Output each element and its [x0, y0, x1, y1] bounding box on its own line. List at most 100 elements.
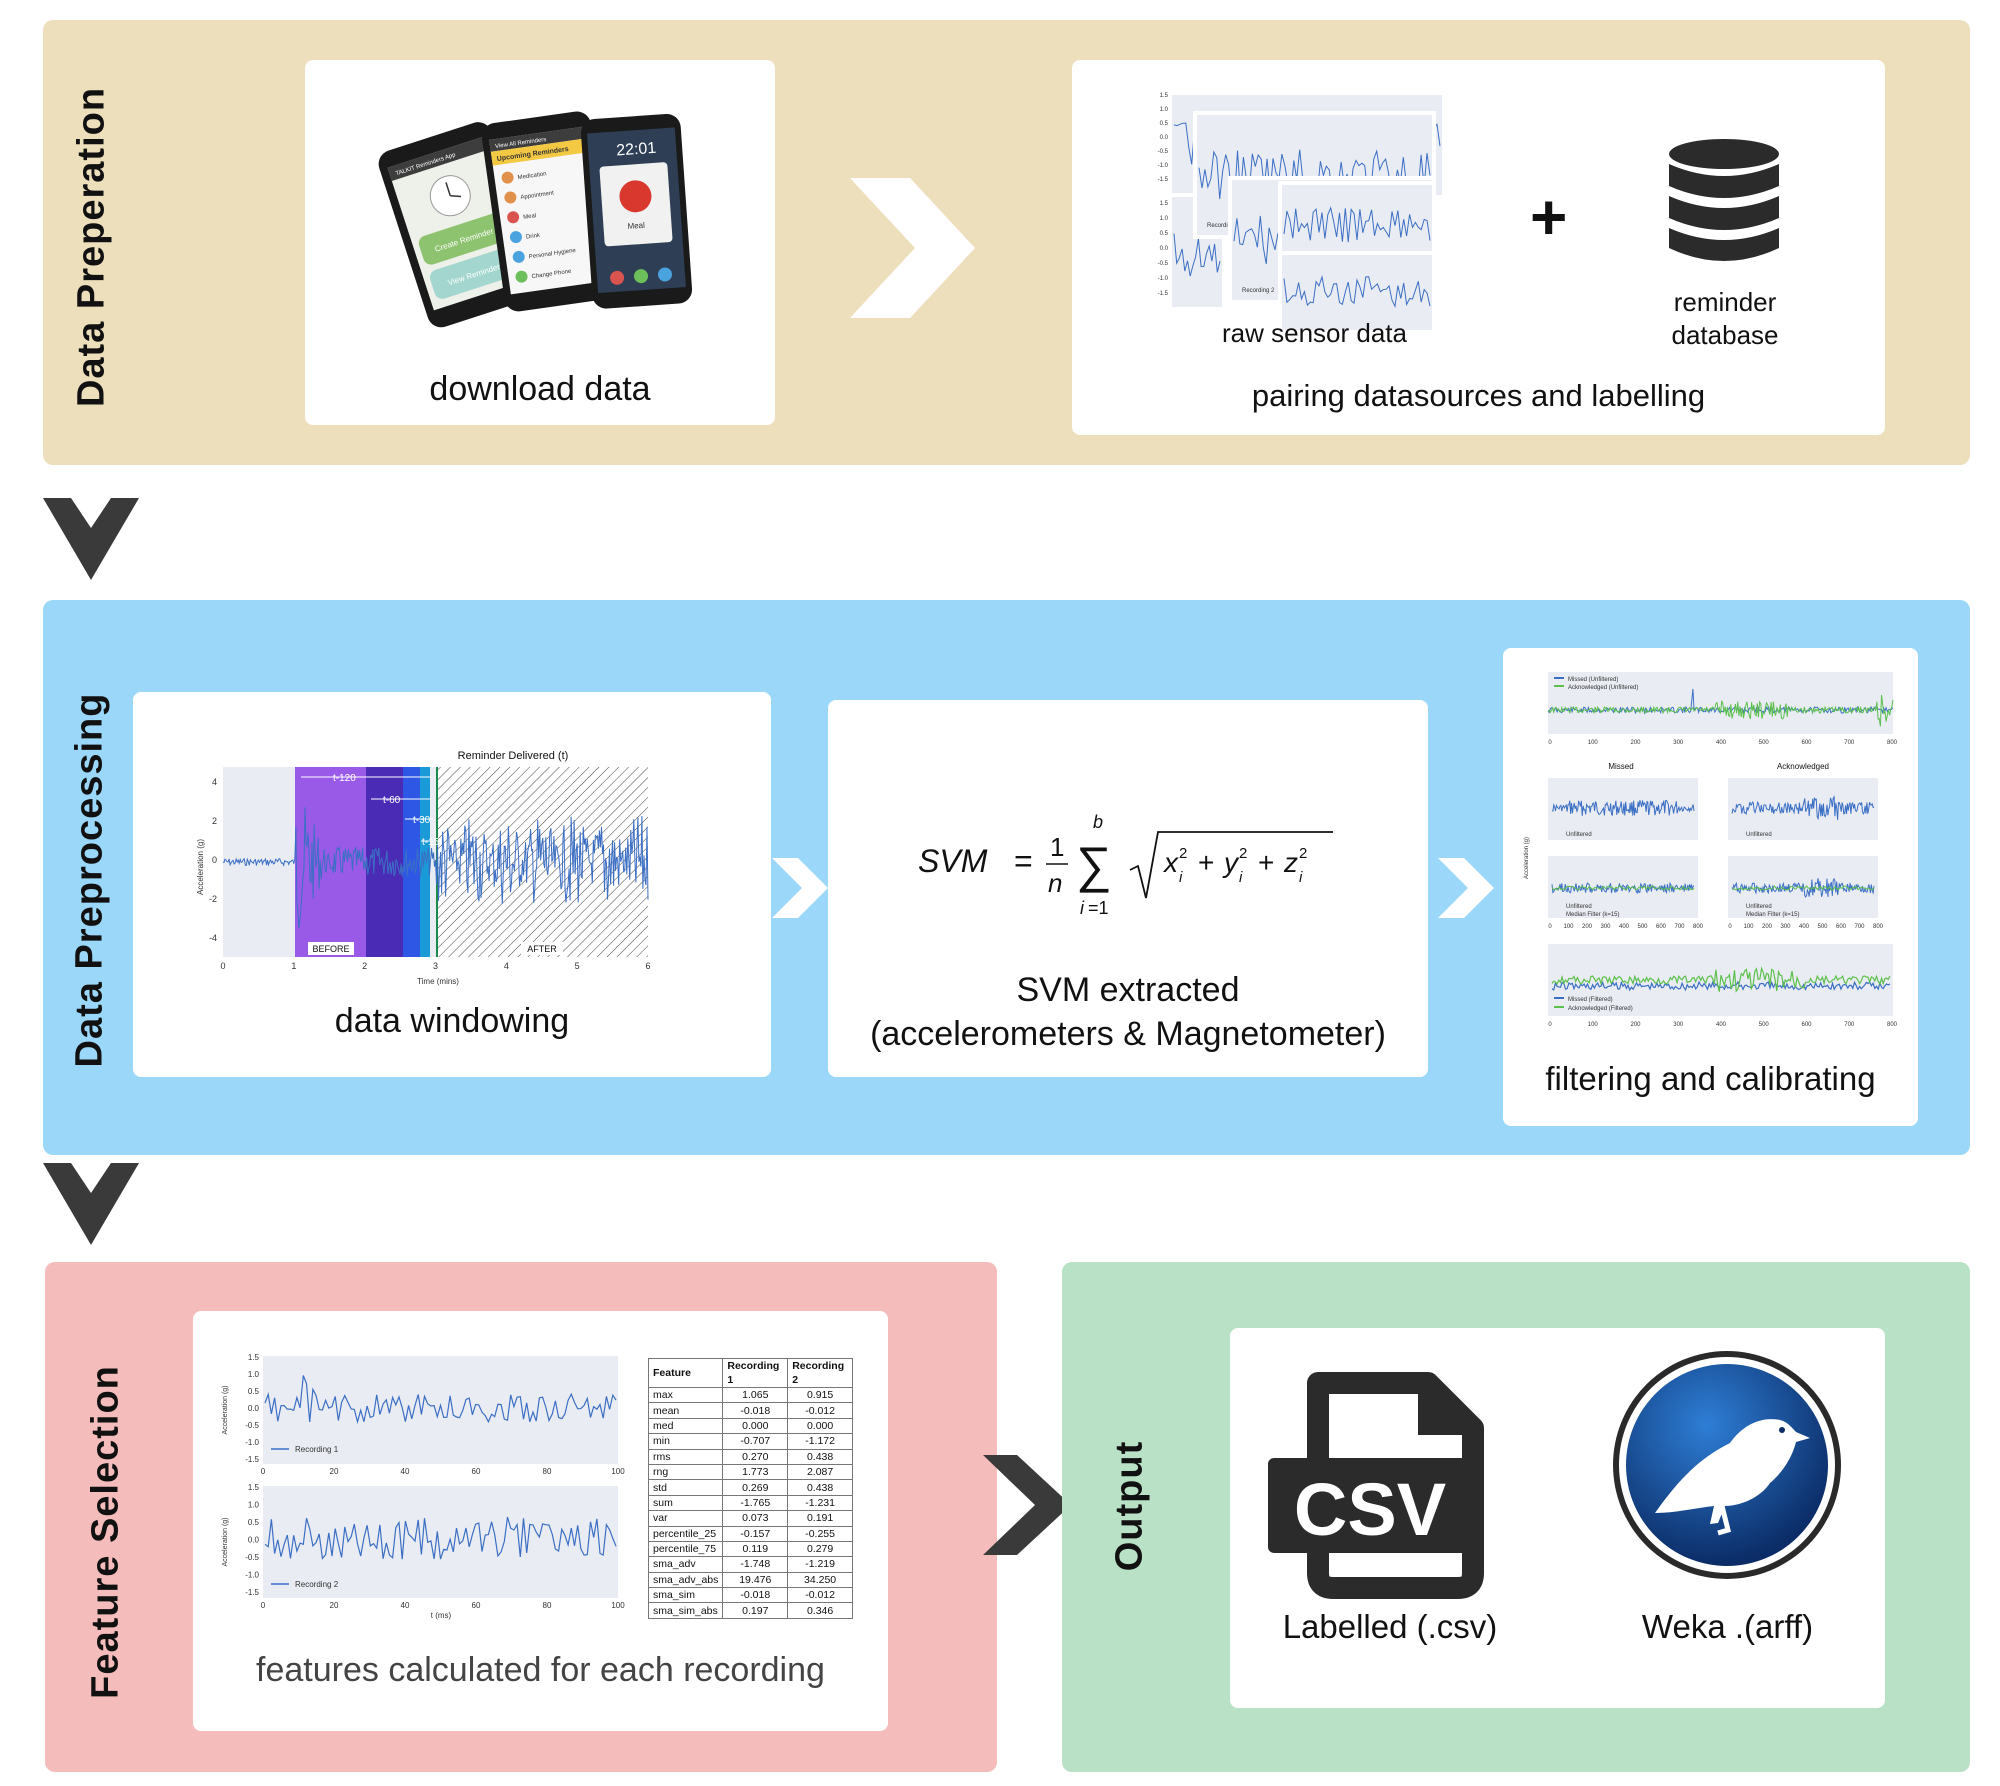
windowing-chart: Reminder Delivered (t) t-120 t-60 t-30 t… — [196, 750, 651, 986]
table-cell: -0.012 — [787, 1587, 853, 1604]
windowing-title: Reminder Delivered (t) — [458, 750, 569, 762]
tick-label: 2 — [362, 961, 367, 971]
svg-text:x: x — [1162, 847, 1179, 878]
tick-label: 600 — [1801, 1022, 1812, 1028]
legend-ack-filtered: Acknowledged (Filtered) — [1568, 1006, 1633, 1012]
tick-label: 400 — [1799, 924, 1810, 930]
table-cell: min — [647, 1433, 724, 1450]
table-cell: 0.270 — [722, 1448, 789, 1465]
svg-text:i: i — [1179, 869, 1183, 886]
tick-label: 20 — [330, 1601, 339, 1610]
table-cell: sma_sim_abs — [647, 1602, 724, 1619]
svg-text:i: i — [1299, 869, 1303, 886]
svg-text:2: 2 — [1239, 845, 1247, 862]
window-label-t60: t-60 — [383, 795, 401, 806]
tick-label: 300 — [1673, 740, 1684, 746]
tick-label: -1.0 — [245, 1571, 259, 1580]
chevron-down-icon — [43, 1163, 139, 1245]
tick-label: 600 — [1656, 924, 1667, 930]
output-label: Output — [1108, 1440, 1151, 1572]
raw-sensor-caption: raw sensor data — [1222, 318, 1407, 348]
svg-text:2: 2 — [1299, 845, 1307, 862]
tick-label: 0.5 — [1160, 231, 1169, 237]
tick-label: 300 — [1673, 1022, 1684, 1028]
tick-label: 0.0 — [1160, 246, 1169, 252]
filter-ylabel: Acceleration (g) — [1524, 837, 1530, 879]
tick-label: -0.5 — [245, 1553, 259, 1562]
tick-label: -2 — [209, 894, 217, 904]
tick-label: 0 — [1548, 740, 1552, 746]
tick-label: 0.0 — [1160, 135, 1169, 141]
csv-caption: Labelled (.csv) — [1282, 1608, 1498, 1645]
svg-text:n: n — [1048, 868, 1062, 898]
data-windowing-card: Reminder Delivered (t) t-120 t-60 t-30 t… — [133, 692, 771, 1077]
svg-text:+: + — [1258, 847, 1274, 878]
tick-label: 60 — [472, 1467, 481, 1476]
tick-label: 400 — [1716, 1022, 1727, 1028]
tick-label: 300 — [1600, 924, 1611, 930]
table-cell: max — [647, 1386, 724, 1404]
table-cell: 2.087 — [787, 1463, 853, 1481]
plus-sign: + — [1530, 181, 1568, 253]
svm-caption: SVM extracted (accelerometers & Magnetom… — [828, 968, 1428, 1056]
features-caption: features calculated for each recording — [256, 1651, 825, 1689]
table-cell: 1.065 — [722, 1386, 789, 1404]
svg-text:Unfiltered: Unfiltered — [1746, 832, 1772, 838]
tick-label: 1.0 — [248, 1370, 260, 1379]
phone3-meal: Meal — [627, 221, 645, 231]
feature-selection-label: Feature Selection — [84, 1365, 127, 1699]
download-data-caption: download data — [429, 370, 651, 408]
database-caption-line1: reminder — [1673, 287, 1777, 317]
svg-text:Unfiltered: Unfiltered — [1746, 904, 1772, 910]
tick-label: 0 — [1548, 1022, 1552, 1028]
tick-label: 40 — [401, 1601, 410, 1610]
table-cell: rng — [647, 1463, 724, 1481]
table-cell: -0.157 — [722, 1525, 789, 1542]
table-cell: percentile_75 — [647, 1540, 724, 1558]
tick-label: -1.0 — [1158, 276, 1169, 282]
table-row: sum-1.765-1.231 — [647, 1494, 853, 1512]
tick-label: 1.5 — [248, 1353, 260, 1362]
table-header-cell: Recording 2 — [787, 1358, 853, 1388]
tick-label: -1.5 — [245, 1588, 259, 1597]
tick-label: 0 — [261, 1601, 266, 1610]
tick-label: 600 — [1801, 740, 1812, 746]
svg-text:∑: ∑ — [1076, 837, 1112, 893]
svg-text:Medication: Medication — [517, 171, 547, 181]
svg-text:2: 2 — [1179, 845, 1187, 862]
recording-1-line — [264, 1375, 617, 1425]
tick-label: 2 — [212, 816, 217, 826]
tick-label: 1.0 — [1160, 107, 1169, 113]
table-cell: -1.172 — [787, 1433, 853, 1450]
recording-2-line — [264, 1516, 617, 1560]
table-cell: sma_sim — [647, 1587, 724, 1604]
table-cell: -0.018 — [722, 1587, 789, 1604]
data-preparation-label: Data Preperation — [70, 86, 113, 408]
table-cell: percentile_25 — [647, 1525, 724, 1542]
table-cell: 0.000 — [722, 1417, 789, 1435]
tick-label: 100 — [1588, 1022, 1599, 1028]
tick-label: 500 — [1817, 924, 1828, 930]
svg-text:=1: =1 — [1088, 898, 1109, 918]
table-cell: -0.255 — [787, 1525, 853, 1542]
tick-label: 0 — [212, 855, 217, 865]
svm-caption-line1: SVM extracted — [1016, 971, 1240, 1009]
tick-label: -1.5 — [245, 1455, 259, 1464]
tick-label: -1.5 — [1158, 177, 1169, 183]
tick-label: 500 — [1759, 1022, 1770, 1028]
pairing-caption: pairing datasources and labelling — [1251, 378, 1706, 413]
table-header-cell: Recording 1 — [722, 1358, 789, 1388]
table-cell: 0.915 — [787, 1386, 853, 1404]
smartphones-image: TALKIT Reminders App Create Reminder Vie… — [378, 111, 693, 328]
recording-1-legend: Recording 1 — [295, 1445, 339, 1454]
tick-label: 800 — [1887, 740, 1898, 746]
svg-text:Median Filter (k=15): Median Filter (k=15) — [1746, 912, 1800, 918]
tick-label: 500 — [1759, 740, 1770, 746]
legend-missed-filtered: Missed (Filtered) — [1568, 997, 1613, 1003]
after-label: AFTER — [527, 944, 557, 954]
